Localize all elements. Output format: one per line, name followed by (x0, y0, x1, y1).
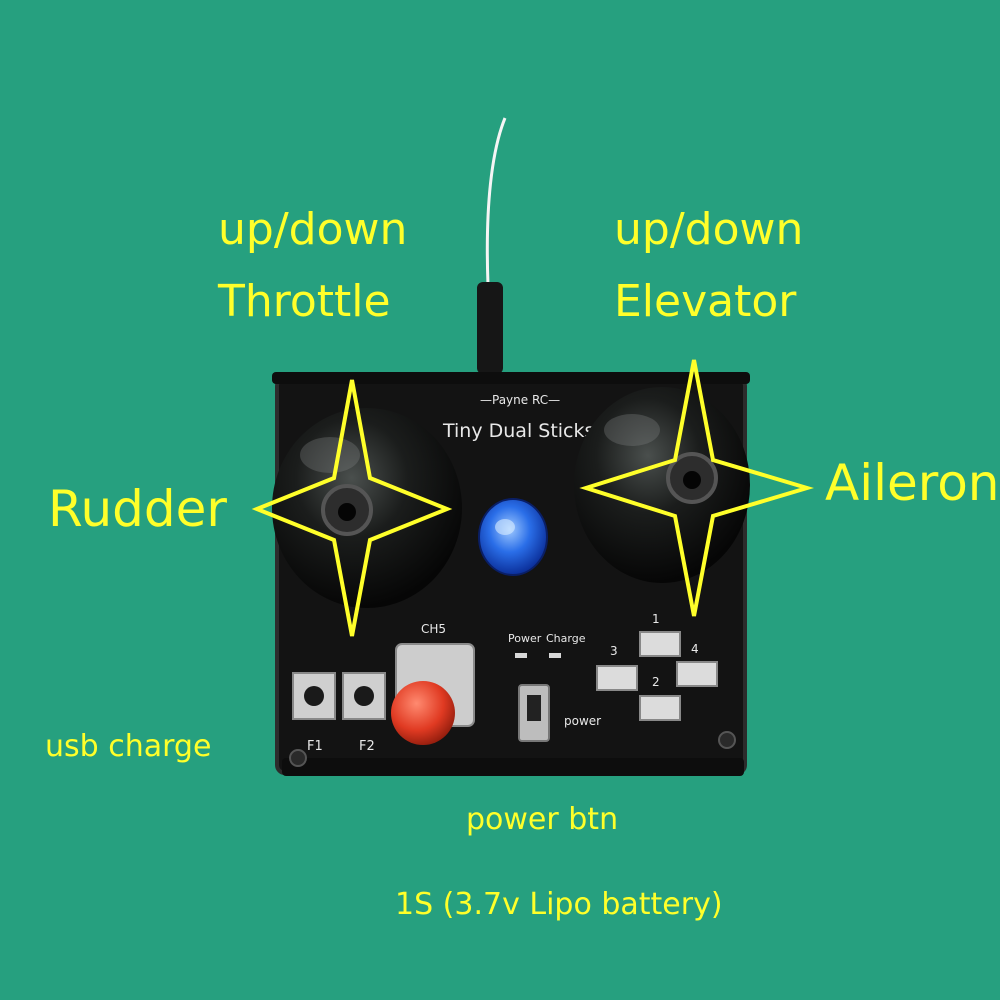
ch5-label: CH5 (421, 622, 446, 636)
product-label: Tiny Dual Sticks (442, 420, 594, 442)
trim-2-label: 2 (652, 675, 660, 689)
trim-button-1[interactable] (639, 631, 681, 657)
blue-gem-shine (495, 519, 515, 535)
right-stick-ball[interactable] (574, 387, 750, 583)
pcb-rail-bottom (282, 758, 744, 776)
trim-1-label: 1 (652, 612, 660, 626)
right-stick-highlight (604, 414, 660, 446)
trim-button-4[interactable] (676, 661, 718, 687)
led-power (515, 653, 527, 658)
left-stick-shaft-hole (338, 503, 356, 521)
f1-button-cap[interactable] (304, 686, 324, 706)
trim-3-label: 3 (610, 644, 618, 658)
usb-charge-label: usb charge (45, 729, 212, 764)
power-slide-knob[interactable] (527, 695, 541, 721)
throttle-label: Throttle (218, 276, 391, 327)
pcb-rail-top (272, 372, 750, 384)
power-switch-label: power (564, 714, 601, 728)
aileron-label: Aileron (825, 454, 1000, 512)
led-charge-label: Charge (546, 632, 586, 645)
ch5-red-knob[interactable] (391, 681, 455, 745)
antenna-sleeve (477, 282, 503, 374)
brand-label: —Payne RC— (480, 393, 560, 407)
left-direction-star (251, 379, 453, 637)
right-direction-star (579, 359, 815, 617)
screw-br (718, 731, 736, 749)
battery-label: 1S (3.7v Lipo battery) (395, 887, 723, 922)
right-stick-shaft-hole (683, 471, 701, 489)
f2-button-cap[interactable] (354, 686, 374, 706)
antenna-wire (485, 117, 507, 286)
elevator-label: Elevator (614, 276, 797, 327)
led-charge (549, 653, 561, 658)
led-power-label: Power (508, 632, 542, 645)
rudder-label: Rudder (48, 480, 227, 538)
trim-button-3[interactable] (596, 665, 638, 691)
power-button-label: power btn (466, 802, 619, 837)
screw-bl (289, 749, 307, 767)
f1-label: F1 (307, 739, 323, 754)
trim-4-label: 4 (691, 642, 699, 656)
blue-gem (478, 498, 548, 576)
elevator-direction-label: up/down (614, 204, 804, 255)
throttle-direction-label: up/down (218, 204, 408, 255)
left-stick-highlight (300, 437, 360, 473)
trim-button-2[interactable] (639, 695, 681, 721)
f2-label: F2 (359, 739, 375, 754)
